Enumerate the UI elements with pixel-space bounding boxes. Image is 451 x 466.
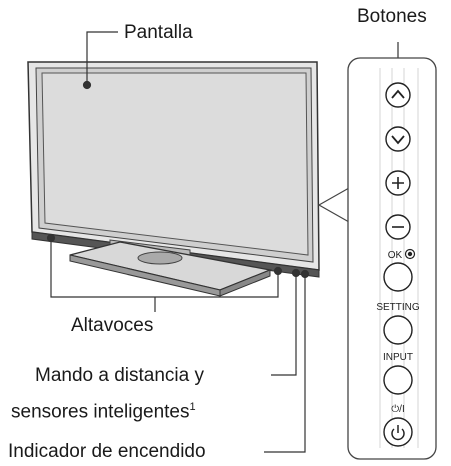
- channel-up-button[interactable]: [385, 82, 411, 108]
- speakers-leader-line: [46, 233, 283, 312]
- ok-button[interactable]: [383, 262, 413, 292]
- buttons-label: Botones: [357, 6, 427, 27]
- remote-sensor-label-line1: Mando a distancia y: [35, 365, 204, 386]
- tv-stand: [69, 239, 273, 297]
- speakers-label: Altavoces: [71, 315, 154, 336]
- callout-pointer: [317, 186, 350, 224]
- power-indicator-label: Indicador de encendido: [8, 441, 206, 462]
- chevron-up-icon: [391, 89, 405, 99]
- power-indicator-leader-line: [264, 269, 310, 453]
- screen-leader-line: [82, 31, 118, 90]
- input-button[interactable]: [383, 365, 413, 395]
- channel-down-button[interactable]: [385, 126, 411, 152]
- setting-label: SETTING: [376, 302, 420, 313]
- ok-dot-icon: [404, 248, 416, 260]
- volume-down-button[interactable]: [385, 214, 411, 240]
- chevron-down-icon: [391, 135, 405, 145]
- power-button[interactable]: [383, 417, 413, 447]
- button-panel: [347, 57, 437, 460]
- plus-icon: [392, 177, 404, 189]
- power-label: ⏻/I: [391, 404, 404, 415]
- screen-label: Pantalla: [124, 22, 193, 43]
- volume-up-button[interactable]: [385, 170, 411, 196]
- remote-sensor-label-line2: sensores inteligentes1: [11, 401, 196, 423]
- remote-sensor-leader-line: [271, 268, 301, 376]
- footnote-marker: 1: [189, 401, 196, 413]
- setting-button[interactable]: [383, 315, 413, 345]
- ok-label: OK: [388, 250, 403, 261]
- tv-monitor: [27, 61, 320, 278]
- input-label: INPUT: [383, 352, 413, 363]
- power-icon: [391, 425, 405, 441]
